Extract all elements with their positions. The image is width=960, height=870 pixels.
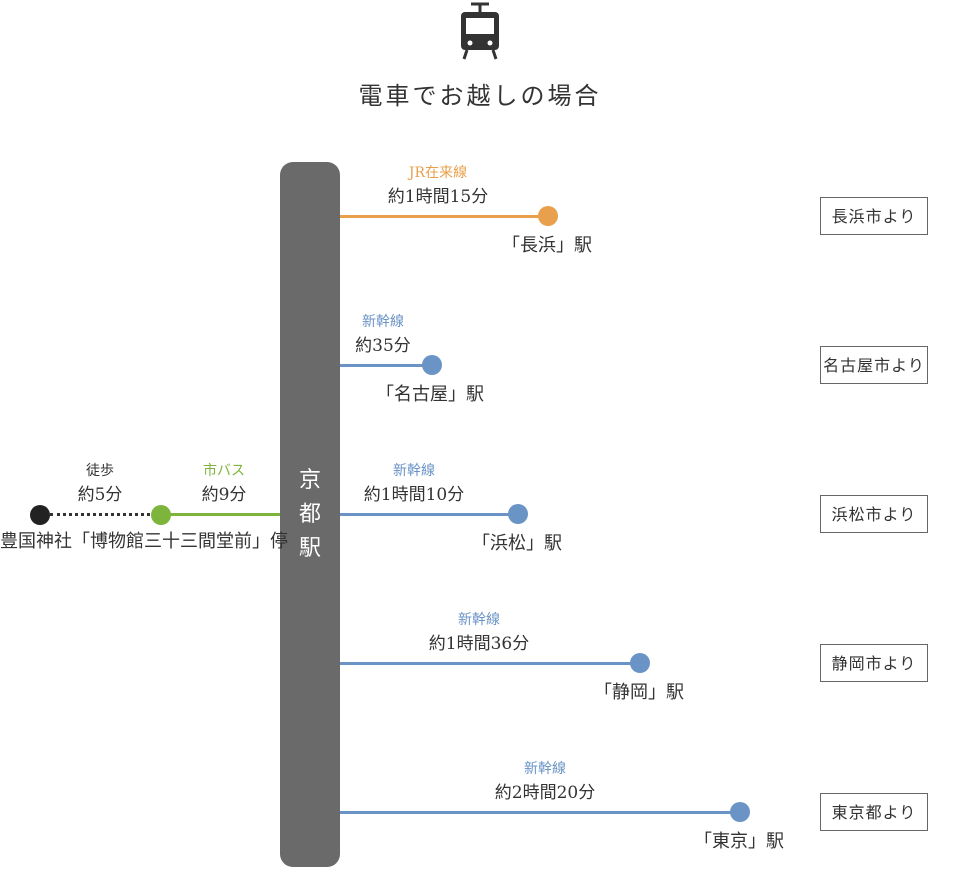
- route-line: [340, 364, 432, 367]
- origin-box: 名古屋市より: [820, 346, 928, 384]
- route-end-dot: [508, 504, 528, 524]
- page-title: 電車でお越しの場合: [358, 82, 602, 110]
- bus-label: 市バス: [203, 463, 245, 479]
- route-time: 約35分: [355, 336, 411, 356]
- route-end-dot: [630, 653, 650, 673]
- route-time: 約2時間20分: [494, 783, 596, 803]
- origin-box: 浜松市より: [820, 495, 928, 533]
- walk-time: 約5分: [77, 485, 123, 505]
- origin-box: 静岡市より: [820, 644, 928, 682]
- origin-dot: [30, 505, 50, 525]
- bus-stop-name: 豊国神社「博物館三十三間堂前」停: [0, 531, 288, 552]
- route-line-name: 新幹線: [458, 612, 500, 628]
- route-time: 約1時間10分: [363, 485, 465, 505]
- route-destination: 「名古屋」駅: [376, 384, 484, 405]
- route-end-dot: [422, 355, 442, 375]
- origin-box: 長浜市より: [820, 197, 928, 235]
- route-line-name: 新幹線: [362, 314, 404, 330]
- station-name-char: 都: [298, 502, 321, 527]
- kyoto-station-bar: [280, 162, 340, 867]
- route-line-name: 新幹線: [524, 761, 566, 777]
- route-line: [340, 811, 740, 814]
- route-line: [340, 662, 640, 665]
- tram-icon: [457, 2, 503, 60]
- station-name-char: 駅: [298, 536, 321, 561]
- origin-box: 東京都より: [820, 793, 928, 831]
- route-line: [340, 215, 548, 218]
- route-line-name: 新幹線: [393, 463, 435, 479]
- route-destination: 「東京」駅: [694, 831, 784, 852]
- route-destination: 「長浜」駅: [502, 235, 592, 256]
- station-name-char: 京: [298, 468, 321, 493]
- route-end-dot: [538, 206, 558, 226]
- route-line-name: JR在来線: [408, 165, 468, 181]
- walk-label: 徒歩: [86, 463, 114, 479]
- route-time: 約1時間15分: [387, 187, 489, 207]
- bus-stop-dot: [151, 505, 171, 525]
- bus-line: [160, 513, 280, 516]
- route-end-dot: [730, 802, 750, 822]
- route-line: [340, 513, 518, 516]
- walk-path: [50, 513, 150, 516]
- station-name: 京 都 駅: [280, 464, 340, 566]
- route-destination: 「静岡」駅: [594, 682, 684, 703]
- bus-time: 約9分: [201, 485, 247, 505]
- route-destination: 「浜松」駅: [472, 533, 562, 554]
- route-time: 約1時間36分: [428, 634, 530, 654]
